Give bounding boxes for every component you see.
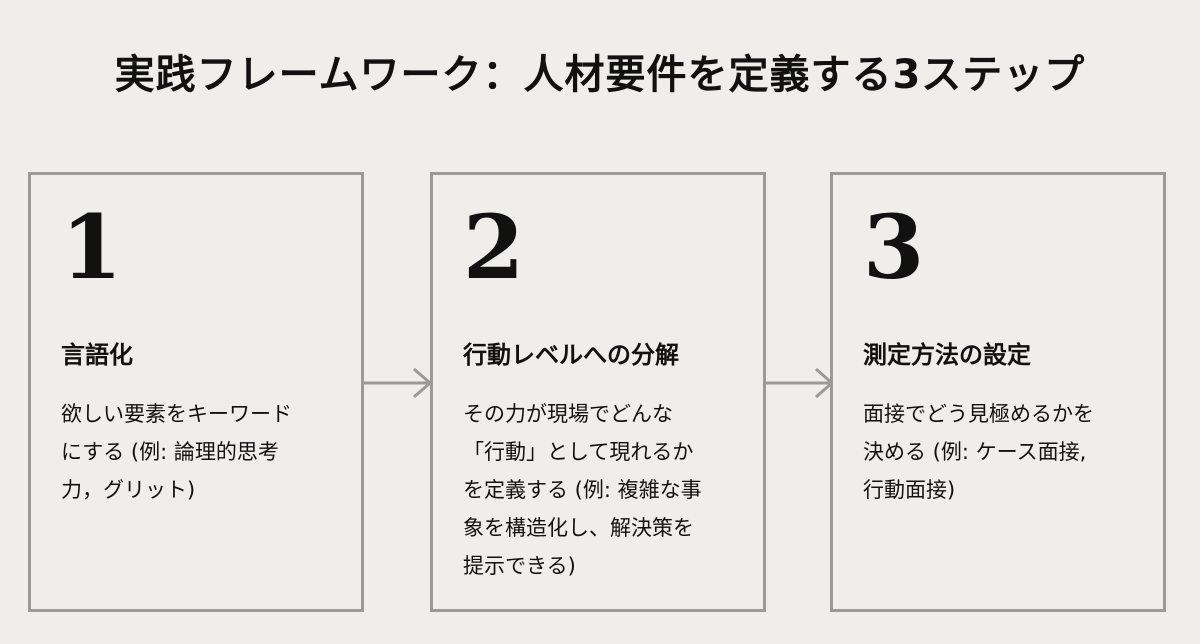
arrow-right-icon — [764, 367, 835, 399]
step-card-1: 1 言語化 欲しい要素をキーワード にする (例: 論理的思考 力，グリット) — [28, 172, 364, 612]
step-description: 欲しい要素をキーワード にする (例: 論理的思考 力，グリット) — [61, 395, 351, 509]
step-card-2: 2 行動レベルへの分解 その力が現場でどんな 「行動」として現れるか を定義する… — [430, 172, 766, 612]
description-line: 力，グリット) — [61, 478, 196, 502]
description-line: を定義する (例: 複雑な事 — [463, 478, 702, 502]
description-line: 「行動」として現れるか — [463, 440, 694, 464]
step-number: 1 — [61, 195, 123, 299]
description-line: にする (例: 論理的思考 — [61, 440, 279, 464]
step-heading: 言語化 — [61, 341, 133, 369]
step-number: 3 — [863, 195, 925, 299]
description-line: その力が現場でどんな — [463, 402, 673, 426]
step-heading: 測定方法の設定 — [863, 341, 1031, 369]
step-description: 面接でどう見極めるかを 決める (例: ケース面接, 行動面接) — [863, 395, 1153, 509]
arrow-right-icon — [362, 367, 433, 399]
description-line: 欲しい要素をキーワード — [61, 402, 292, 426]
description-line: 行動面接) — [863, 478, 956, 502]
description-line: 提示できる) — [463, 554, 576, 578]
step-card-3: 3 測定方法の設定 面接でどう見極めるかを 決める (例: ケース面接, 行動面… — [830, 172, 1166, 612]
page-title: 実践フレームワーク：人材要件を定義する3ステップ — [114, 52, 1086, 98]
step-heading: 行動レベルへの分解 — [463, 341, 679, 369]
step-description: その力が現場でどんな 「行動」として現れるか を定義する (例: 複雑な事 象を… — [463, 395, 753, 585]
description-line: 決める (例: ケース面接, — [863, 440, 1087, 464]
description-line: 象を構造化し、解決策を — [463, 516, 694, 540]
step-number: 2 — [463, 195, 525, 299]
description-line: 面接でどう見極めるかを — [863, 402, 1094, 426]
